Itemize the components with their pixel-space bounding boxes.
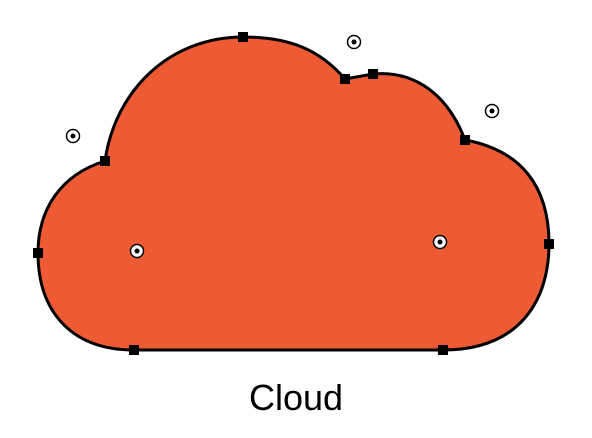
control-handles [65, 34, 500, 259]
anchor-handle[interactable] [460, 135, 470, 145]
control-point-handle[interactable] [346, 34, 362, 50]
control-point-handle[interactable] [65, 128, 81, 144]
anchor-handle[interactable] [129, 345, 139, 355]
control-point-handle[interactable] [432, 234, 448, 250]
anchor-handle[interactable] [438, 345, 448, 355]
control-point-handle[interactable] [129, 243, 145, 259]
control-point-handle[interactable] [484, 103, 500, 119]
anchor-handle[interactable] [340, 74, 350, 84]
anchor-handle[interactable] [368, 69, 378, 79]
anchor-handle[interactable] [238, 32, 248, 42]
cloud-shape[interactable] [36, 35, 551, 352]
anchor-handle[interactable] [100, 156, 110, 166]
anchor-handle[interactable] [33, 248, 43, 258]
anchor-handles [33, 32, 554, 355]
shape-caption: Cloud [248, 377, 344, 418]
anchor-handle[interactable] [544, 239, 554, 249]
